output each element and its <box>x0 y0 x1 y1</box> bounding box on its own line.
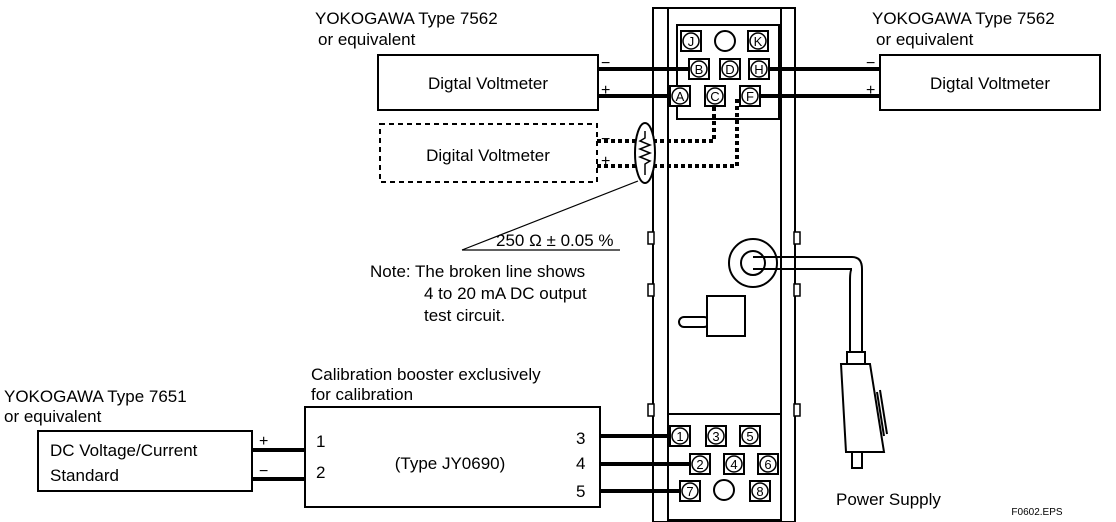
standard-minus: − <box>259 463 268 480</box>
note-line-1: Note: The broken line shows <box>370 262 585 281</box>
right-dvm-label: Digtal Voltmeter <box>930 74 1050 93</box>
left-dvm-wires <box>598 67 689 98</box>
terminal-label-3: 3 <box>712 429 719 444</box>
standard-equivalent: or equivalent <box>4 407 102 426</box>
terminal-label-1: 1 <box>676 429 683 444</box>
booster-title-2: for calibration <box>311 385 413 404</box>
terminal-5 <box>739 425 761 447</box>
terminal-label-F: F <box>746 89 754 104</box>
terminal-label-4: 4 <box>730 457 737 472</box>
terminal-J <box>680 30 702 52</box>
terminal-6 <box>757 453 779 475</box>
booster-model: (Type JY0690) <box>395 454 506 473</box>
left-dvm-plus: + <box>601 82 610 99</box>
cable-gland <box>728 238 778 288</box>
left-dvm-model: YOKOGAWA Type 7562 <box>315 9 498 28</box>
booster-pin-1: 1 <box>316 432 325 451</box>
terminal-label-A: A <box>676 89 685 104</box>
terminal-label-H: H <box>754 62 763 77</box>
booster-title-1: Calibration booster exclusively <box>311 365 541 384</box>
terminal-label-J: J <box>688 34 695 49</box>
standard-model: YOKOGAWA Type 7651 <box>4 387 187 406</box>
resistor-symbol <box>637 131 653 175</box>
standard-box <box>37 430 253 492</box>
left-dvm-equivalent: or equivalent <box>318 30 416 49</box>
terminal-label-2: 2 <box>696 457 703 472</box>
terminal-label-B: B <box>695 62 704 77</box>
note-line-3: test circuit. <box>424 306 505 325</box>
terminal-label-7: 7 <box>686 484 693 499</box>
terminal-label-D: D <box>725 62 734 77</box>
booster-pin-4: 4 <box>576 454 585 473</box>
bottom-terminal-block <box>667 413 782 521</box>
standard-label-1: DC Voltage/Current <box>50 441 198 460</box>
right-dvm-wires <box>760 67 880 98</box>
mode-switch <box>678 295 746 337</box>
left-dvm-minus: − <box>601 55 610 72</box>
booster-output-wires <box>600 434 690 493</box>
booster-pin-5: 5 <box>576 482 585 501</box>
terminal-label-K: K <box>754 34 763 49</box>
power-supply-label: Power Supply <box>836 490 941 509</box>
left-dvm-box <box>377 54 599 111</box>
terminal-D <box>719 58 741 80</box>
note-line-2: 4 to 20 mA DC output <box>424 284 587 303</box>
terminal-8 <box>749 480 771 502</box>
right-dvm-equivalent: or equivalent <box>876 30 974 49</box>
terminal-K <box>747 30 769 52</box>
figure-code: F0602.EPS <box>1011 507 1062 518</box>
booster-pin-3: 3 <box>576 429 585 448</box>
terminal-label-5: 5 <box>746 429 753 444</box>
terminal-label-8: 8 <box>756 484 763 499</box>
resistor-callout <box>461 180 639 251</box>
right-dvm-box <box>879 54 1101 111</box>
standard-wires <box>252 448 305 481</box>
right-dvm-minus: − <box>866 55 875 72</box>
dashed-dvm-label: Digital Voltmeter <box>426 146 550 165</box>
terminal-label-6: 6 <box>764 457 771 472</box>
power-cord <box>753 256 863 352</box>
right-dvm-plus: + <box>866 82 875 99</box>
top-terminal-block <box>676 24 780 120</box>
dashed-dvm-box <box>379 123 598 183</box>
resistor-value: 250 Ω ± 0.05 % <box>496 231 614 250</box>
booster-pin-2: 2 <box>316 463 325 482</box>
terminal-C <box>704 85 726 107</box>
dashed-dvm-plus: + <box>601 153 610 170</box>
terminal-label-C: C <box>710 89 719 104</box>
booster-box <box>304 406 601 508</box>
power-plug <box>839 351 888 469</box>
terminal-3 <box>705 425 727 447</box>
resistor-highlight <box>634 122 656 184</box>
left-dvm-label: Digtal Voltmeter <box>428 74 548 93</box>
terminal-4 <box>723 453 745 475</box>
chassis-notches <box>647 231 801 417</box>
standard-label-2: Standard <box>50 466 119 485</box>
right-dvm-model: YOKOGAWA Type 7562 <box>872 9 1055 28</box>
standard-plus: + <box>259 433 268 450</box>
